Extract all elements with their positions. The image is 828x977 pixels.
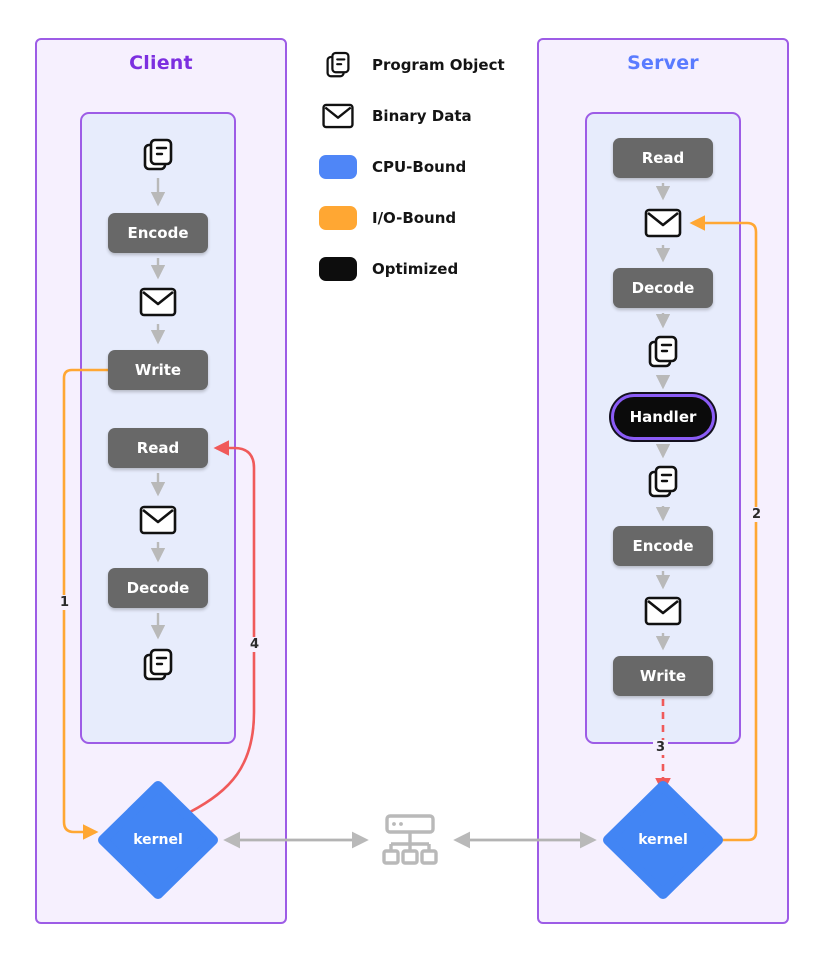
- legend-row-optimized: Optimized: [318, 252, 505, 286]
- program-object-icon: [643, 332, 683, 372]
- program-object-icon: [138, 135, 178, 175]
- client-kernel-label: kernel: [133, 832, 183, 848]
- step-label-1: 1: [57, 595, 73, 610]
- network-icon: [378, 812, 442, 870]
- binary-data-icon: [643, 207, 683, 239]
- legend-label: CPU-Bound: [372, 158, 467, 176]
- binary-data-icon: [138, 504, 178, 536]
- step-label-2: 2: [749, 507, 765, 522]
- binary-data-icon: [138, 286, 178, 318]
- server-read-node: Read: [613, 138, 713, 178]
- legend-row-io-bound: I/O-Bound: [318, 201, 505, 235]
- program-object-icon: [318, 49, 358, 81]
- legend-row-program-object: Program Object: [318, 48, 505, 82]
- program-object-icon: [138, 645, 178, 685]
- client-title: Client: [129, 52, 193, 74]
- legend-row-binary-data: Binary Data: [318, 99, 505, 133]
- server-handler-node: Handler: [611, 394, 715, 440]
- server-encode-node: Encode: [613, 526, 713, 566]
- binary-data-icon: [643, 595, 683, 627]
- server-decode-node: Decode: [613, 268, 713, 308]
- step-label-4: 4: [247, 637, 263, 652]
- legend-label: Binary Data: [372, 107, 472, 125]
- legend: Program Object Binary Data CPU-Bound I/O…: [318, 48, 505, 286]
- server-write-node: Write: [613, 656, 713, 696]
- io-bound-swatch: [318, 206, 358, 230]
- legend-label: I/O-Bound: [372, 209, 457, 227]
- cpu-bound-swatch: [318, 155, 358, 179]
- client-encode-node: Encode: [108, 213, 208, 253]
- client-read-node: Read: [108, 428, 208, 468]
- legend-row-cpu-bound: CPU-Bound: [318, 150, 505, 184]
- legend-label: Program Object: [372, 56, 505, 74]
- program-object-icon: [643, 462, 683, 502]
- client-write-node: Write: [108, 350, 208, 390]
- legend-label: Optimized: [372, 260, 459, 278]
- optimized-swatch: [318, 257, 358, 281]
- client-decode-node: Decode: [108, 568, 208, 608]
- step-label-3: 3: [653, 740, 669, 755]
- server-title: Server: [627, 52, 699, 74]
- server-kernel-label: kernel: [638, 832, 688, 848]
- binary-data-icon: [318, 102, 358, 130]
